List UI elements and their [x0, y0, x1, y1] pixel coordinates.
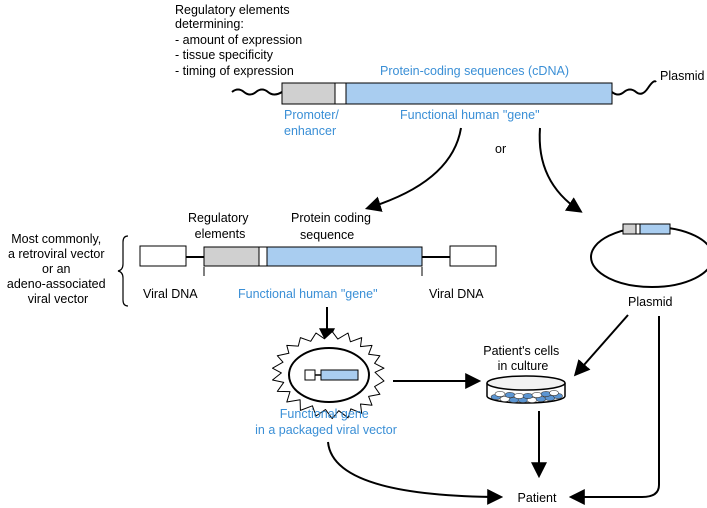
dish-cells [490, 390, 563, 403]
virus-insert-blue [320, 369, 359, 381]
arrow-to-viral-vector [364, 127, 462, 212]
plasmid-ring [590, 226, 707, 288]
or-label: or [495, 142, 506, 156]
viral-dna-left-label: Viral DNA [143, 287, 198, 301]
plasmid-circle [590, 223, 707, 288]
top-right-dna-wave [611, 80, 657, 96]
arrow-to-plasmid [538, 127, 583, 213]
top-promoter-block [281, 82, 336, 105]
vector-promoter-block [203, 246, 260, 267]
vector-functional-gene-label: Functional human "gene" [238, 287, 378, 301]
vector-cdna-block [266, 246, 423, 267]
plasmid-insert-white [635, 223, 641, 235]
plasmid-insert-blue [639, 223, 671, 235]
packaged-vector-label: Functional gene in a packaged viral vect… [255, 407, 397, 437]
culture-dish [486, 375, 566, 404]
viral-dna-right-box [449, 245, 497, 267]
regulatory-elements-text: Regulatory elements determining: - amoun… [175, 3, 306, 78]
vector-note-brace [117, 235, 129, 307]
vector-regulatory-label: Regulatory elements [188, 211, 252, 241]
virus-insert-white [304, 369, 316, 381]
packaged-virus [272, 331, 385, 420]
dish-rim [486, 375, 566, 391]
top-cdna-block [345, 82, 613, 105]
viral-dna-left-box [139, 245, 187, 267]
top-spacer-block [334, 82, 347, 105]
viral-dna-right-label: Viral DNA [429, 287, 484, 301]
arrow-virus-to-patient [327, 441, 504, 505]
plasmid-insert-grey [622, 223, 637, 235]
arrow-plasmid-to-patient [568, 316, 660, 505]
patient-label: Patient [518, 491, 557, 505]
vector-spacer-block [258, 246, 268, 267]
culture-label: Patient's cells in culture [483, 344, 563, 373]
top-plasmid-label: Plasmid [660, 69, 705, 83]
vector-protein-label: Protein coding sequence [291, 211, 374, 242]
top-construct [231, 80, 657, 105]
plasmid-circle-label: Plasmid [628, 295, 673, 309]
cdna-label: Protein-coding sequences (cDNA) [380, 64, 569, 78]
top-functional-gene-label: Functional human "gene" [400, 108, 540, 122]
top-left-dna-wave [231, 88, 283, 96]
arrow-plasmid-to-culture [573, 314, 629, 377]
promoter-enhancer-label: Promoter/ enhancer [284, 108, 342, 138]
vector-note-text: Most commonly, a retroviral vector or an… [7, 232, 109, 306]
viral-vector-construct [139, 245, 497, 276]
